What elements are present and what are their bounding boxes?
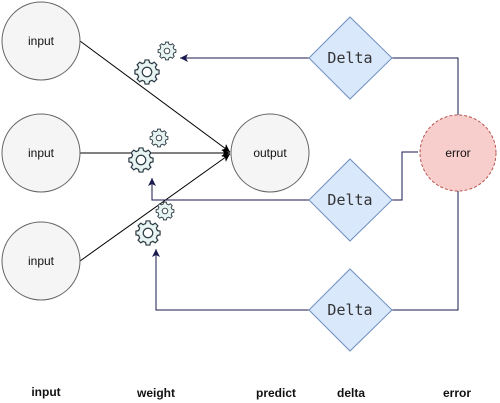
gear-icon [134, 59, 160, 85]
gear-icon [149, 128, 169, 148]
edge-input-top-output [79, 40, 231, 153]
edge-error-delta-top [392, 57, 459, 117]
delta-node-top: Delta [308, 16, 393, 100]
gear-icon [155, 201, 175, 221]
column-label-delta: delta [337, 386, 365, 400]
edge-delta-bot-weight [152, 249, 309, 311]
gear-icon [128, 147, 154, 173]
edge-error-delta-bot [392, 190, 459, 311]
edge-input-bot-output [79, 153, 231, 262]
edge-error-delta-mid [392, 151, 418, 201]
delta-node-mid: Delta [308, 158, 393, 242]
output-node: output [230, 113, 310, 193]
gear-icon [135, 220, 161, 246]
input-node-mid: input [1, 113, 81, 193]
column-label-weight: weight [136, 386, 175, 400]
delta-node-mid-label: Delta [327, 191, 372, 209]
input-node-top-label: input [28, 34, 55, 48]
input-node-top: input [1, 1, 81, 81]
error-node: error [419, 114, 497, 192]
input-node-bot: input [1, 221, 81, 301]
input-node-mid-label: input [28, 146, 55, 160]
delta-node-bot-label: Delta [327, 301, 372, 319]
gear-icon [157, 41, 177, 61]
output-node-label: output [253, 146, 287, 160]
column-label-error: error [443, 386, 471, 400]
input-node-bot-label: input [28, 254, 55, 268]
delta-node-bot: Delta [308, 268, 393, 352]
edge-delta-mid-weight [148, 178, 309, 201]
delta-node-top-label: Delta [327, 49, 372, 67]
error-node-label: error [445, 146, 470, 160]
column-label-input: input [31, 385, 60, 399]
column-label-predict: predict [256, 386, 296, 400]
